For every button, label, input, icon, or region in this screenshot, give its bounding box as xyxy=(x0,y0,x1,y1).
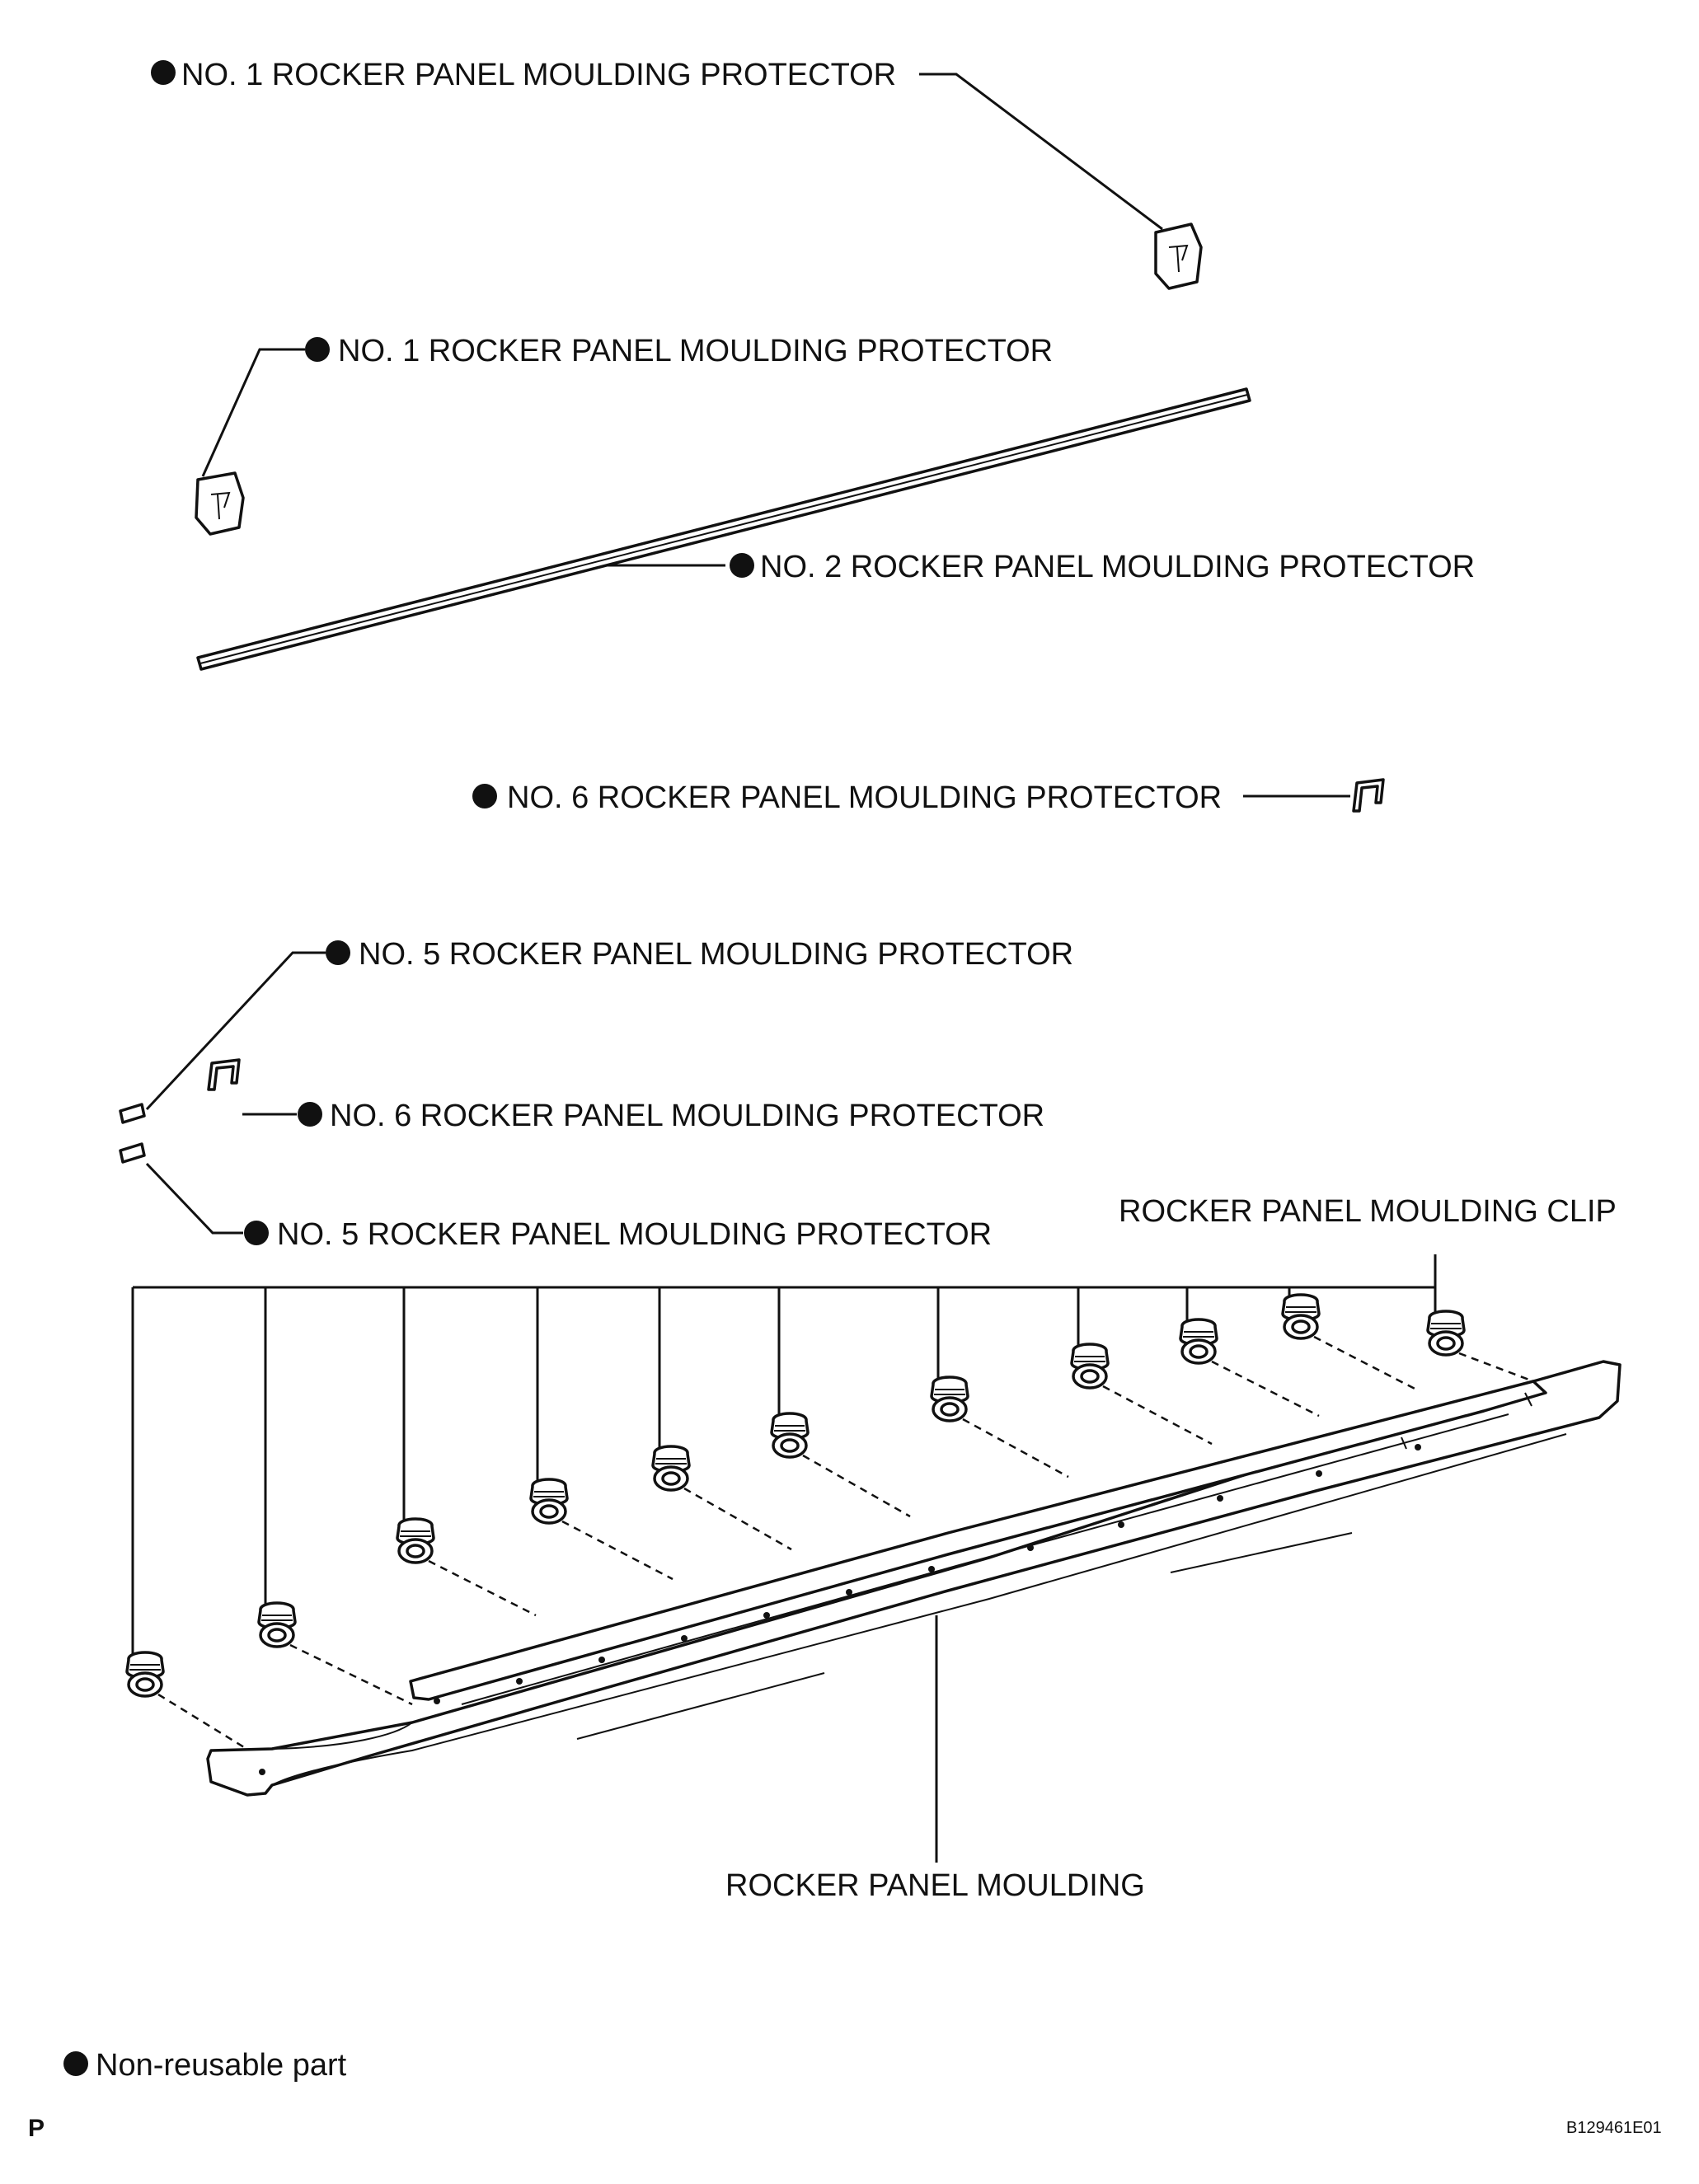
no2-protector-strip xyxy=(196,387,1251,671)
no2-protector-callout: NO. 2 ROCKER PANEL MOULDING PROTECTOR xyxy=(196,387,1475,671)
clip-6 xyxy=(770,1412,810,1459)
no6-protector-right-callout: NO. 6 ROCKER PANEL MOULDING PROTECTOR xyxy=(472,778,1385,815)
no6-protector-right-part xyxy=(1352,778,1385,813)
no6-protector-left-part xyxy=(207,1058,241,1091)
figure-code: B129461E01 xyxy=(1566,2119,1662,2137)
legend: Non-reusable part xyxy=(63,2048,347,2083)
clip-3 xyxy=(396,1517,435,1564)
non-reusable-marker xyxy=(244,1221,269,1245)
no1-protector-top-callout: NO. 1 ROCKER PANEL MOULDING PROTECTOR xyxy=(151,58,1203,290)
non-reusable-marker xyxy=(298,1102,322,1127)
no5-protector-upper-callout: NO. 5 ROCKER PANEL MOULDING PROTECTOR xyxy=(119,937,1073,1124)
rocker-panel-moulding xyxy=(206,1360,1622,1797)
clip-7 xyxy=(930,1376,969,1422)
clip-drop-lines xyxy=(131,1287,1437,1657)
no5-protector-lower-part xyxy=(119,1142,146,1164)
moulding-holes xyxy=(259,1444,1421,1775)
no6-protector-left-callout: NO. 6 ROCKER PANEL MOULDING PROTECTOR xyxy=(207,1058,1044,1133)
clip-5 xyxy=(651,1445,691,1492)
clip-10 xyxy=(1281,1293,1321,1340)
clip-1 xyxy=(125,1651,165,1698)
non-reusable-marker xyxy=(63,2051,88,2076)
non-reusable-marker xyxy=(151,60,176,85)
no1-protector-left-callout: NO. 1 ROCKER PANEL MOULDING PROTECTOR xyxy=(195,334,1053,536)
no1-protector-top-part xyxy=(1154,223,1203,290)
moulding-label: ROCKER PANEL MOULDING xyxy=(725,1868,1145,1903)
clip-callout: ROCKER PANEL MOULDING CLIP xyxy=(131,1194,1617,1657)
clip-9 xyxy=(1179,1318,1218,1365)
no2-protector-label: NO. 2 ROCKER PANEL MOULDING PROTECTOR xyxy=(760,550,1475,584)
no1-protector-top-label: NO. 1 ROCKER PANEL MOULDING PROTECTOR xyxy=(181,58,896,92)
no5-protector-lower-callout: NO. 5 ROCKER PANEL MOULDING PROTECTOR xyxy=(119,1142,992,1252)
no5-protector-lower-label: NO. 5 ROCKER PANEL MOULDING PROTECTOR xyxy=(277,1217,992,1252)
non-reusable-marker xyxy=(472,784,497,808)
no5-protector-upper-label: NO. 5 ROCKER PANEL MOULDING PROTECTOR xyxy=(359,937,1073,972)
clip-label: ROCKER PANEL MOULDING CLIP xyxy=(1119,1194,1617,1229)
corner-letter: P xyxy=(28,2115,45,2142)
leader-line xyxy=(919,73,1163,231)
leader-line xyxy=(145,1162,243,1235)
non-reusable-marker xyxy=(305,337,330,362)
clip-alignment-lines xyxy=(157,1335,1534,1762)
legend-non-reusable-text: Non-reusable part xyxy=(96,2048,347,2083)
clip-2 xyxy=(257,1601,297,1648)
leader-line xyxy=(145,951,326,1111)
no1-protector-left-part xyxy=(195,471,245,536)
clip-8 xyxy=(1070,1343,1110,1390)
no1-protector-left-label: NO. 1 ROCKER PANEL MOULDING PROTECTOR xyxy=(338,334,1053,368)
no6-protector-right-label: NO. 6 ROCKER PANEL MOULDING PROTECTOR xyxy=(507,780,1222,815)
non-reusable-marker xyxy=(730,553,754,578)
no5-protector-upper-part xyxy=(119,1103,146,1124)
clip-4 xyxy=(529,1478,569,1525)
no6-protector-left-label: NO. 6 ROCKER PANEL MOULDING PROTECTOR xyxy=(330,1099,1044,1133)
non-reusable-marker xyxy=(326,940,350,965)
moulding-callout: ROCKER PANEL MOULDING xyxy=(725,1615,1145,1903)
clip-11 xyxy=(1426,1310,1466,1357)
leader-line xyxy=(201,348,305,477)
